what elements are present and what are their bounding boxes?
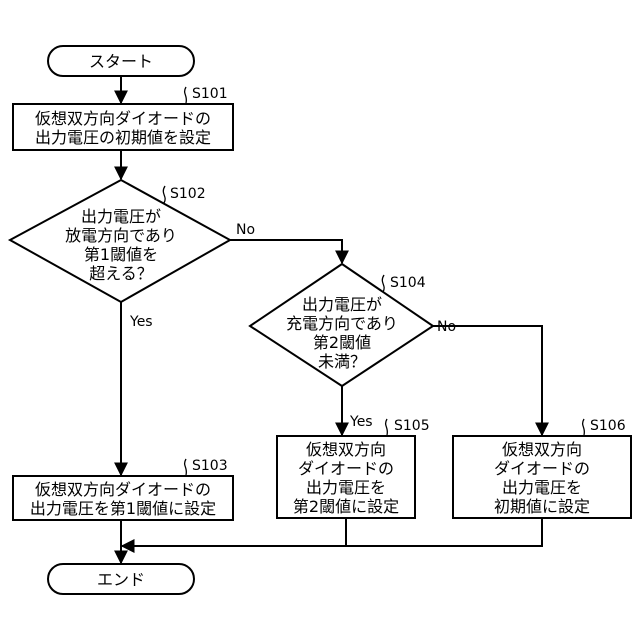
step-s101: 仮想双方向ダイオードの 出力電圧の初期値を設定 S101	[13, 86, 233, 150]
s106-line-2: ダイオードの	[494, 459, 590, 478]
s106-line-1: 仮想双方向	[502, 440, 582, 459]
s106-id: S106	[590, 418, 626, 434]
start-label: スタート	[89, 52, 153, 71]
s102-leader	[163, 186, 165, 203]
s104-line-1: 出力電圧が	[302, 295, 382, 314]
s102-no-label: No	[236, 222, 255, 238]
s105-line-4: 第2閾値に設定	[293, 497, 399, 516]
s104-yes-label: Yes	[349, 414, 373, 430]
arrow-merge-to-main	[122, 518, 542, 546]
s106-line-4: 初期値に設定	[494, 497, 590, 516]
arrow-s104-no-to-s106	[433, 326, 542, 435]
end-label: エンド	[97, 570, 145, 589]
s103-id: S103	[192, 458, 228, 474]
s103-line-2: 出力電圧を第1閾値に設定	[30, 499, 216, 518]
arrow-s102-no-to-s104	[230, 240, 342, 263]
s104-line-2: 充電方向であり	[286, 314, 398, 333]
s101-line-1: 仮想双方向ダイオードの	[35, 109, 211, 128]
s102-line-3: 第1閾値を	[84, 245, 158, 264]
s103-line-1: 仮想双方向ダイオードの	[35, 480, 211, 499]
s105-line-2: ダイオードの	[298, 459, 394, 478]
s104-id: S104	[390, 275, 426, 291]
s102-line-2: 放電方向であり	[65, 226, 177, 245]
start-terminal: スタート	[48, 46, 194, 76]
step-s105: 仮想双方向 ダイオードの 出力電圧を 第2閾値に設定 S105	[277, 418, 430, 518]
s101-id: S101	[192, 86, 228, 102]
s105-leader	[386, 419, 388, 435]
s105-line-1: 仮想双方向	[306, 440, 386, 459]
s102-yes-label: Yes	[129, 314, 153, 330]
s104-no-label: No	[437, 319, 456, 335]
s102-id: S102	[170, 186, 206, 202]
decision-s104: 出力電圧が 充電方向であり 第2閾値 未満？ S104	[250, 264, 433, 386]
s102-line-4: 超える？	[89, 264, 153, 283]
s103-leader	[185, 459, 187, 475]
s106-leader	[583, 419, 585, 435]
s101-line-2: 出力電圧の初期値を設定	[35, 128, 211, 147]
decision-s102: 出力電圧が 放電方向であり 第1閾値を 超える？ S102	[10, 180, 230, 302]
s102-line-1: 出力電圧が	[81, 207, 161, 226]
end-terminal: エンド	[48, 564, 194, 594]
s104-leader	[382, 275, 384, 292]
s104-line-3: 第2閾値	[313, 333, 371, 352]
s106-line-3: 出力電圧を	[502, 478, 582, 497]
s101-leader	[185, 87, 187, 103]
s105-id: S105	[394, 418, 430, 434]
s104-line-4: 未満？	[318, 352, 366, 371]
s105-line-3: 出力電圧を	[306, 478, 386, 497]
step-s103: 仮想双方向ダイオードの 出力電圧を第1閾値に設定 S103	[13, 458, 233, 520]
